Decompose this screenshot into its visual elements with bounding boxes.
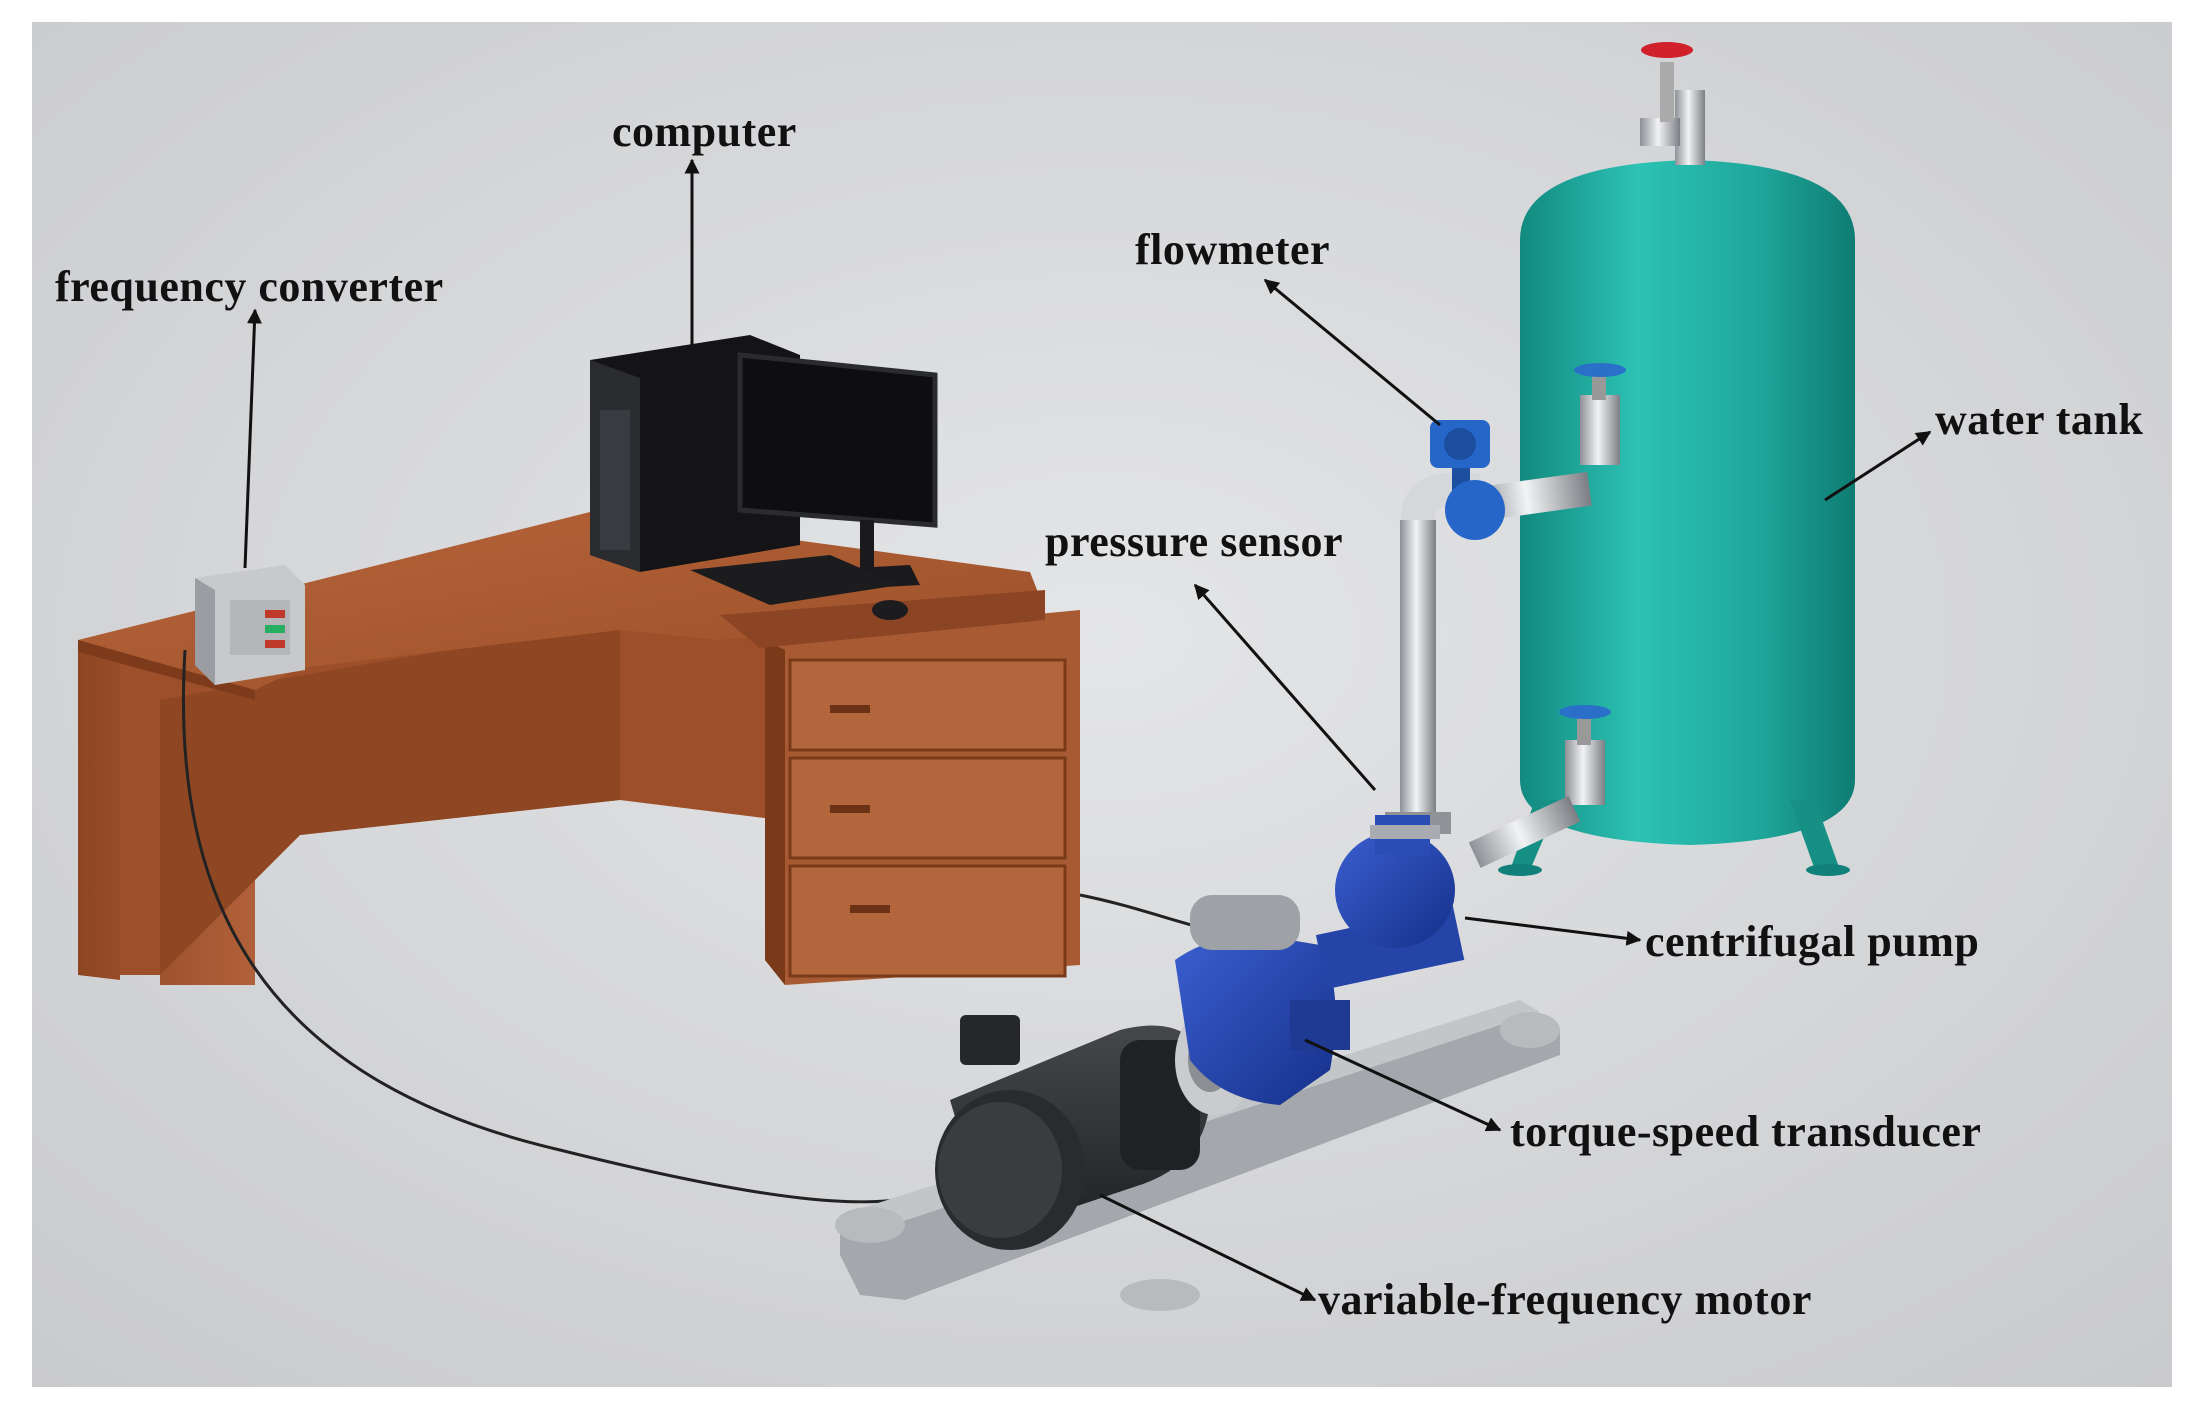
arrow-flowmeter <box>1263 278 1441 427</box>
arrow-centrifugal-pump <box>1464 916 1642 946</box>
power-cable <box>181 649 936 1204</box>
motor-illustration <box>935 1015 1211 1250</box>
label-torque-speed-transducer: torque-speed transducer <box>1510 1107 1982 1156</box>
frequency-converter-illustration <box>195 565 305 685</box>
label-frequency-converter: frequency converter <box>55 262 444 311</box>
piping <box>1385 471 1592 868</box>
label-centrifugal-pump: centrifugal pump <box>1645 917 1980 966</box>
label-flowmeter: flowmeter <box>1135 225 1331 274</box>
label-water-tank: water tank <box>1935 395 2144 444</box>
arrow-pressure-sensor <box>1193 583 1377 791</box>
computer-illustration <box>590 335 938 620</box>
label-computer: computer <box>612 107 797 156</box>
arrow-frequency-converter <box>243 308 262 569</box>
annotation-arrows <box>243 158 1932 1302</box>
flowmeter-illustration <box>1430 420 1505 540</box>
arrow-water-tank <box>1824 430 1932 502</box>
arrow-variable-frequency-motor <box>1099 1193 1317 1302</box>
label-variable-frequency-motor: variable-frequency motor <box>1318 1275 1812 1324</box>
label-pressure-sensor: pressure sensor <box>1045 517 1343 566</box>
arrow-torque-speed-transducer <box>1304 1038 1502 1132</box>
desk <box>78 512 1080 985</box>
pump-illustration <box>1175 815 1465 1115</box>
